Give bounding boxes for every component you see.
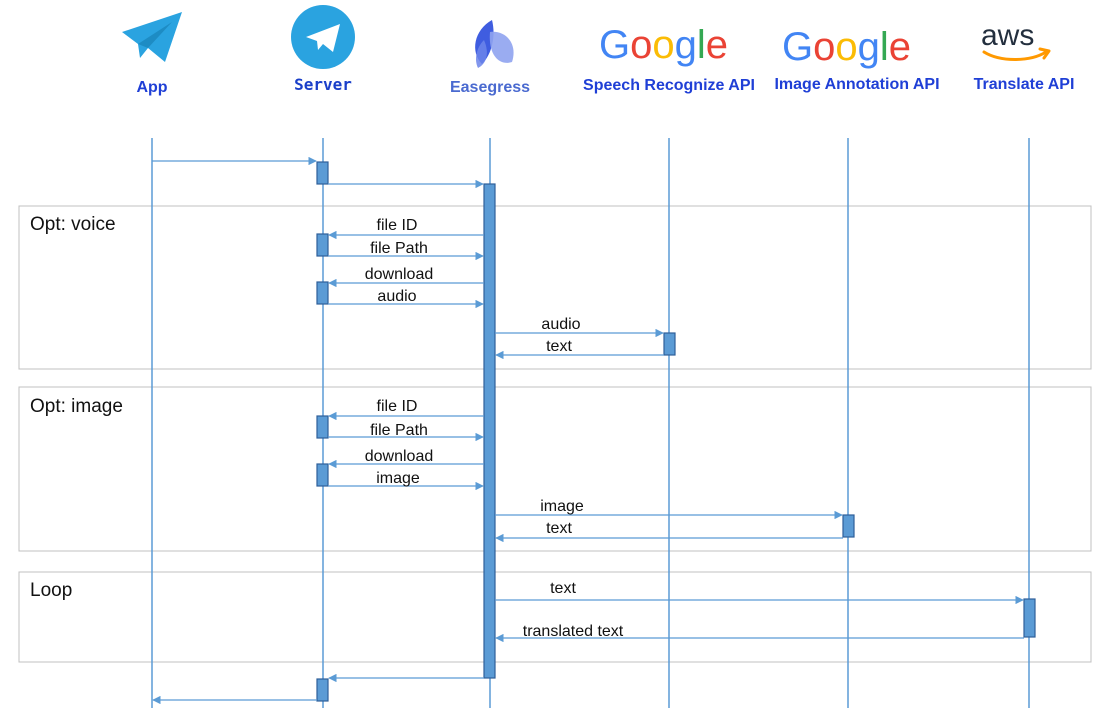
- activation-server: [316, 415, 329, 439]
- activation-server: [316, 161, 329, 185]
- activation-server: [316, 281, 329, 305]
- fragment-opt-image: [18, 386, 1092, 552]
- participant-label-speech-api: Speech Recognize API: [583, 77, 755, 94]
- aws-logo: aws: [981, 19, 1051, 61]
- message-label: text: [550, 580, 576, 597]
- google-logo: Google: [782, 25, 911, 69]
- activation-server: [316, 463, 329, 487]
- participant-label-image-api: Image Annotation API: [774, 76, 939, 93]
- easegress-logo: [475, 20, 514, 68]
- message-label: translated text: [523, 623, 624, 640]
- message-label: audio: [377, 288, 416, 305]
- participant-label-server: Server: [294, 75, 352, 94]
- message-label: file ID: [377, 398, 418, 415]
- message-label: file Path: [370, 422, 428, 439]
- message-label: text: [546, 338, 572, 355]
- telegram-circle-icon: [291, 5, 355, 69]
- message-label: download: [365, 266, 434, 283]
- message-label: image: [540, 498, 584, 515]
- message-label: file Path: [370, 240, 428, 257]
- fragment-title-image: Opt: image: [30, 396, 123, 417]
- message-label: text: [546, 520, 572, 537]
- fragment-loop: [18, 571, 1092, 663]
- activation-image-api: [842, 514, 855, 538]
- message-label: audio: [541, 316, 580, 333]
- activation-server: [316, 233, 329, 257]
- activation-speech-api: [663, 332, 676, 356]
- participant-label-easegress: Easegress: [450, 79, 530, 96]
- svg-text:aws: aws: [981, 19, 1034, 52]
- google-logo: Google: [599, 23, 728, 67]
- telegram-plane-icon: [122, 12, 182, 62]
- fragment-opt-voice: [18, 205, 1092, 370]
- activation-translate-api: [1023, 598, 1036, 638]
- message-label: file ID: [377, 217, 418, 234]
- participant-label-translate-api: Translate API: [974, 76, 1075, 93]
- message-label: image: [376, 470, 420, 487]
- message-label: download: [365, 448, 434, 465]
- fragment-title-loop: Loop: [30, 580, 72, 601]
- fragment-title-voice: Opt: voice: [30, 214, 116, 235]
- participant-label-app: App: [136, 79, 167, 96]
- activation-server: [316, 678, 329, 702]
- activation-easegress: [483, 183, 496, 679]
